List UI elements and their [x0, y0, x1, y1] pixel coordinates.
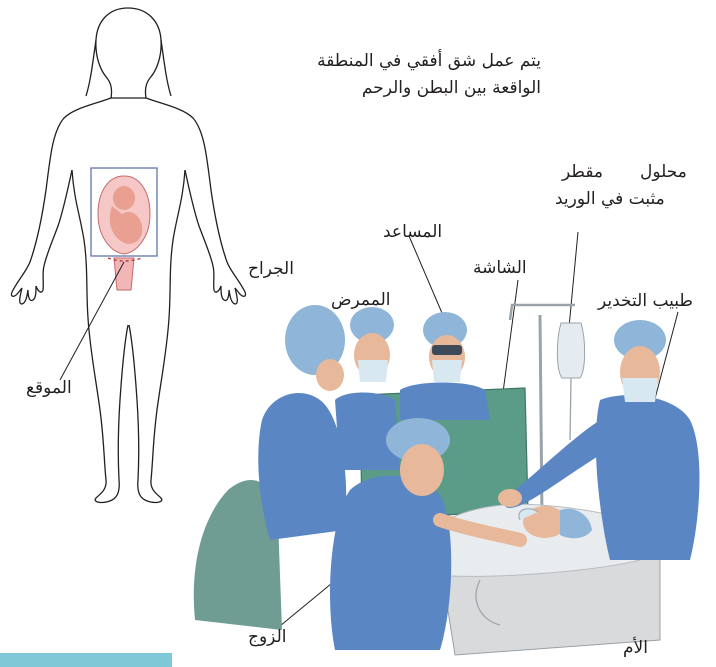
uterus-fetus: [91, 168, 157, 290]
accent-bar: [0, 653, 172, 667]
description-line-2: الواقعة بين البطن والرحم: [296, 75, 541, 102]
label-assistant: المساعد: [383, 222, 442, 243]
label-surgeon: الجراح: [248, 259, 294, 280]
label-iv-solution: محلول: [640, 162, 687, 183]
label-screen: الشاشة: [473, 258, 527, 279]
procedure-description: يتم عمل شق أفقي في المنطقة الواقعة بين ا…: [296, 48, 541, 102]
label-iv-fixed: مثبت في الوريد: [555, 189, 665, 210]
label-anesthetist: طبيب التخدير: [598, 291, 693, 312]
operating-scene: [194, 305, 700, 655]
label-nurse: الممرض: [331, 290, 391, 311]
label-iv-drip: مقطر: [562, 162, 603, 183]
description-line-1: يتم عمل شق أفقي في المنطقة: [296, 48, 541, 75]
label-site: الموقع: [26, 378, 72, 399]
label-husband: الزوج: [248, 627, 286, 648]
label-mother: الأم: [623, 638, 648, 659]
body-outline: [11, 8, 245, 502]
